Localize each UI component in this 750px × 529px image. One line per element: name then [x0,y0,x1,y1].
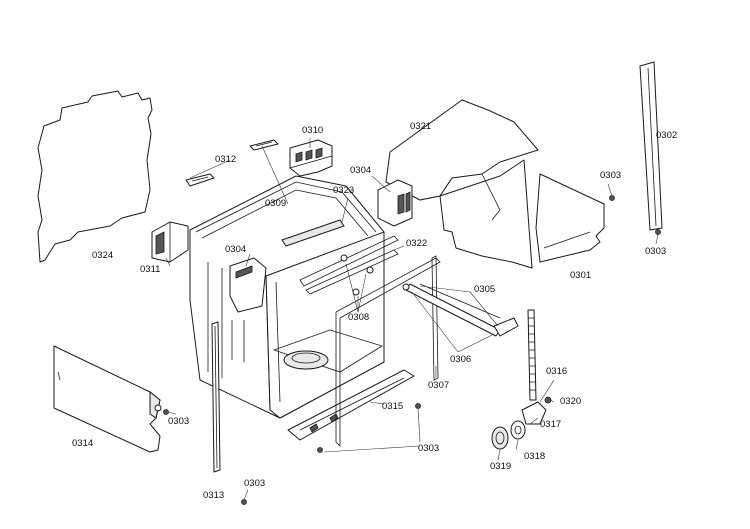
part-0309-bracket [249,139,279,151]
part-0302-column [639,61,663,231]
callout-0317: 0317 [540,419,561,430]
part-0301-side-panel [535,173,605,263]
callout-0318: 0318 [524,451,545,462]
callout-0313: 0313 [203,490,224,501]
callout-0305: 0305 [474,284,495,295]
callout-0303-left: 0303 [168,416,189,427]
callout-0315: 0315 [382,401,403,412]
callout-0306: 0306 [450,354,471,365]
callout-0322: 0322 [406,238,427,249]
part-0307-seal [431,255,439,381]
callout-0310: 0310 [302,125,323,136]
leader-lines [165,138,659,501]
callout-0320: 0320 [560,396,581,407]
part-0310-clip [289,139,333,177]
part-0303-screws [163,195,661,505]
callout-0323: 0323 [333,185,354,196]
part-0311-block [151,221,189,263]
part-0306-rail [402,283,519,337]
callout-0301: 0301 [570,270,591,281]
callout-0319: 0319 [490,461,511,472]
callout-0324: 0324 [92,250,113,261]
part-0321-top-cover [377,99,539,269]
callout-0303-top-right: 0303 [600,170,621,181]
callout-0311: 0311 [140,264,160,275]
part-0317-nut [521,401,547,425]
callout-0312: 0312 [215,154,236,165]
callout-0316: 0316 [546,366,567,377]
part-0315-bottom-rail [287,369,415,441]
part-0312-bracket [185,173,215,187]
part-0322-seal [299,235,399,296]
part-0314-base-plate [53,345,162,453]
callout-0307: 0307 [428,380,449,391]
part-0319-foot [491,426,509,450]
callout-0304-upper: 0304 [350,165,371,176]
callout-0302: 0302 [656,130,677,141]
part-0320-small-screw [544,396,552,404]
callout-0309: 0309 [265,198,286,209]
callout-0303-bottom-left: 0303 [244,478,265,489]
part-0308-rail [335,257,441,447]
callout-0303-right: 0303 [645,246,666,257]
part-0313-strip [211,321,221,473]
part-0324-insulation-mat [37,90,153,263]
callout-0304-lower: 0304 [225,244,246,255]
callout-0314: 0314 [72,438,93,449]
part-0316-threaded-rod [527,309,537,401]
part-0318-washer [510,420,526,440]
callout-0303-bottom: 0303 [418,443,439,454]
callout-0321: 0321 [410,121,431,132]
part-tub-cabinet [189,175,385,419]
callout-0308: 0308 [348,312,369,323]
